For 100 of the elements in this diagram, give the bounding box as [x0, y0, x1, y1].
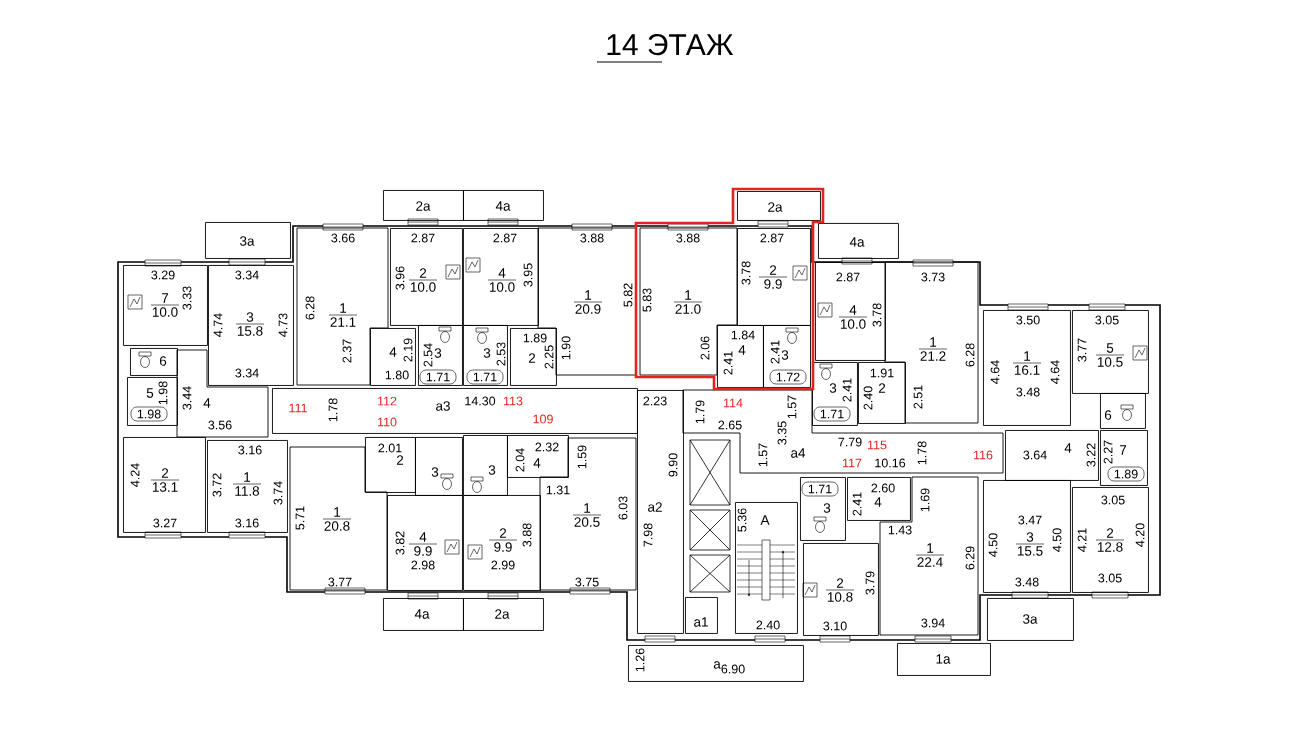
dimension-label: 6.28	[305, 296, 315, 320]
dimension-label: 4.64	[1050, 360, 1060, 384]
dimension-label: 1.78	[917, 441, 927, 465]
dimension-label: 1.72	[776, 372, 800, 382]
dimension-label: 3.29	[151, 270, 175, 280]
dimension-label: 1.31	[546, 485, 570, 495]
room: 3	[415, 437, 463, 496]
dimension-label: 3.88	[580, 233, 604, 243]
dimension-label: 2.53	[496, 342, 506, 366]
dimension-label: 5.83	[642, 288, 652, 312]
dimension-label: 2.41	[852, 492, 862, 516]
dimension-label: 1.98	[137, 409, 161, 419]
apartment-number: 117	[843, 458, 862, 468]
dimension-label: 3.88	[522, 523, 532, 547]
dimension-label: 1.78	[328, 398, 338, 422]
room: a1	[685, 597, 718, 634]
room: 6	[130, 348, 178, 376]
balcony: 2a	[463, 598, 544, 631]
dimension-label: 1.84	[731, 330, 755, 340]
dimension-label: 2.98	[411, 560, 435, 570]
apartment-outline	[634, 187, 825, 391]
dimension-label: 3.88	[676, 233, 700, 243]
dimension-label: 2.27	[1103, 440, 1113, 464]
apartment-number: 111	[289, 403, 307, 413]
balcony: 4a	[383, 598, 464, 631]
dimension-label: 4.73	[278, 313, 288, 337]
dimension-label: 3.33	[182, 286, 192, 310]
dimension-label: 3.95	[523, 263, 533, 287]
balcony: 3a	[205, 222, 291, 259]
dimension-label: 3.96	[395, 266, 405, 290]
dimension-label: 2.87	[411, 233, 435, 243]
apartment-number: 115	[868, 440, 887, 450]
dimension-label: 3.27	[153, 518, 177, 528]
dimension-label: 14.30	[465, 396, 496, 406]
dimension-label: 2.87	[836, 272, 860, 282]
dimension-label: 3.74	[273, 481, 283, 505]
balcony: 1a	[897, 643, 991, 676]
dimension-label: 1.57	[758, 443, 768, 467]
dimension-label: 1.71	[808, 484, 832, 494]
apartment-number: 112	[378, 396, 397, 406]
dimension-label: 1.98	[158, 381, 168, 405]
dimension-label: 2.40	[863, 386, 873, 410]
dimension-label: 1.89	[1114, 469, 1138, 479]
dimension-label: 3.05	[1098, 573, 1122, 583]
dimension-label: 4.74	[213, 313, 223, 337]
dimension-label: 3.34	[235, 270, 259, 280]
apartment-number: 110	[378, 417, 397, 427]
dimension-label: 2.40	[756, 620, 780, 630]
dimension-label: 3.05	[1095, 315, 1119, 325]
dimension-label: 2.19	[403, 338, 413, 362]
dimension-label: 6.90	[721, 664, 745, 674]
dimension-label: 4.20	[1135, 523, 1145, 547]
dimension-label: 4.50	[988, 533, 998, 557]
dimension-label: 2.01	[378, 443, 402, 453]
dimension-label: 5.71	[295, 506, 305, 530]
dimension-label: 1.90	[561, 336, 571, 360]
dimension-label: 4.64	[990, 360, 1000, 384]
dimension-label: 2.04	[515, 448, 525, 472]
dimension-label: 3.05	[1101, 495, 1125, 505]
dimension-label: 3.72	[212, 473, 222, 497]
apartment-number: 114	[724, 398, 743, 408]
dimension-label: 3.44	[182, 386, 192, 410]
dimension-label: 3.35	[777, 421, 787, 445]
dimension-label: 2.99	[491, 560, 515, 570]
balcony: 4a	[818, 223, 899, 259]
dimension-label: 3.47	[1018, 515, 1042, 525]
dimension-label: 3.34	[235, 368, 259, 378]
dimension-label: 1.43	[888, 525, 912, 535]
dimension-label: 3.48	[1015, 577, 1039, 587]
dimension-label: 1.71	[820, 409, 844, 419]
dimension-label: 3.56	[208, 420, 232, 430]
dimension-label: 4.21	[1077, 528, 1087, 552]
apartment-number: 113	[504, 396, 523, 406]
balcony: 2a	[737, 191, 821, 221]
dimension-label: 2.06	[700, 336, 710, 360]
dimension-label: 1.69	[920, 488, 930, 512]
dimension-label: 1.71	[473, 372, 497, 382]
dimension-label: 3.79	[865, 571, 875, 595]
dimension-label: 7.98	[643, 523, 653, 547]
title: 14 ЭТАЖ	[596, 34, 734, 63]
balcony: 4a	[463, 190, 544, 221]
dimension-label: 6.28	[965, 343, 975, 367]
dimension-label: 2.41	[723, 351, 733, 375]
dimension-label: 9.90	[668, 453, 678, 477]
dimension-label: 3.16	[238, 445, 262, 455]
dimension-label: 3.66	[331, 233, 355, 243]
dimension-label: 2.54	[423, 343, 433, 367]
room: 6	[1100, 393, 1146, 429]
dimension-label: 10.16	[875, 458, 906, 468]
dimension-label: 3.10	[823, 621, 847, 631]
dimension-label: 1.59	[577, 445, 587, 469]
apartment-number: 109	[533, 414, 553, 424]
dimension-label: 3.48	[1016, 387, 1040, 397]
dimension-label: 1.79	[695, 400, 705, 424]
dimension-label: 1.91	[870, 368, 894, 378]
dimension-label: 3.16	[235, 518, 259, 528]
dimension-label: 2.87	[760, 233, 784, 243]
dimension-label: 2.65	[718, 420, 742, 430]
dimension-label: 1.26	[635, 648, 645, 672]
dimension-label: 3.78	[741, 261, 751, 285]
